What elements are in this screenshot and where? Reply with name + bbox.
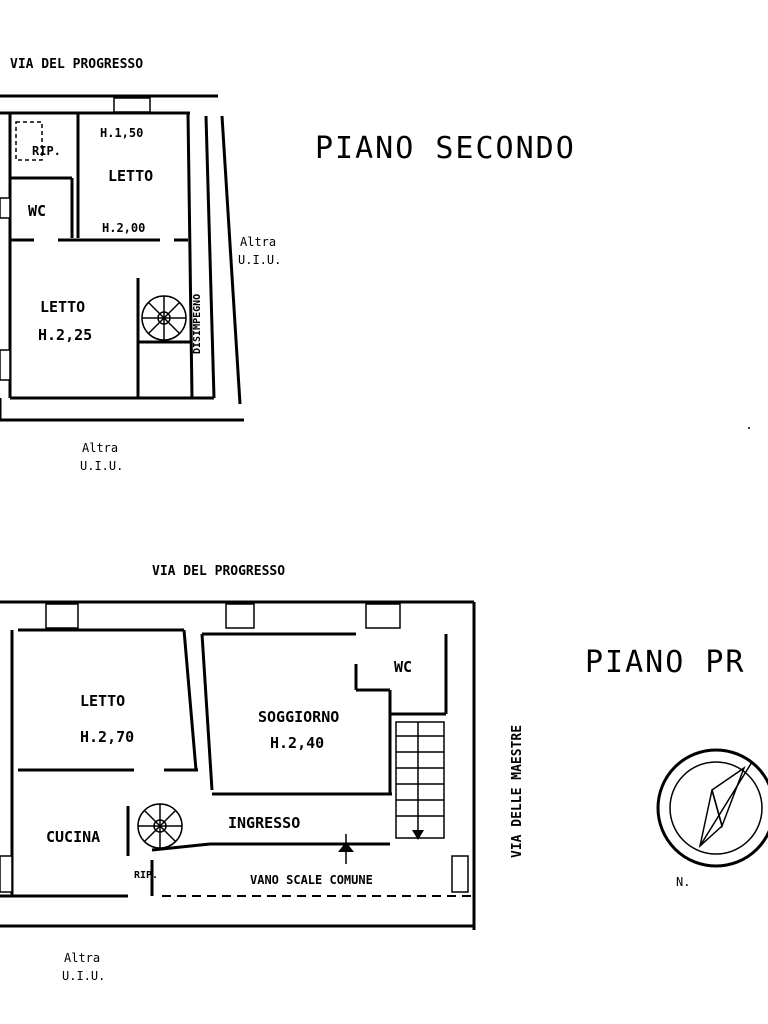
window-soggiorno-first bbox=[225, 603, 255, 629]
floor-title-first: PIANO PR bbox=[585, 645, 746, 680]
letto-small-label: LETTO bbox=[108, 167, 153, 185]
floor-title-second: PIANO SECONDO bbox=[315, 131, 576, 166]
ingresso-label: INGRESSO bbox=[228, 814, 300, 832]
wall-outer-right bbox=[220, 115, 242, 405]
letto-large-height: H.2,25 bbox=[38, 326, 92, 344]
window-stair-first bbox=[451, 855, 469, 893]
first-floor-plan: VIA DEL PROGRESSO PIANO PR VIA DELLE MAE… bbox=[0, 564, 746, 983]
window-top bbox=[113, 97, 151, 113]
altra-bottom-label-2: U.I.U. bbox=[80, 459, 123, 473]
letto-small-height-bottom: H.2,00 bbox=[102, 221, 145, 235]
rip-label-first: RIP. bbox=[134, 870, 158, 881]
letto-label-first: LETTO bbox=[80, 692, 125, 710]
spiral-stair-second bbox=[141, 295, 187, 341]
letto-small-height-top: H.1,50 bbox=[100, 126, 143, 140]
altra-side-label-1: Altra bbox=[240, 235, 276, 249]
wc-label-first: WC bbox=[394, 658, 412, 676]
letto-height-first: H.2,70 bbox=[80, 728, 134, 746]
north-label: N. bbox=[676, 875, 690, 889]
street-label-upper: VIA DEL PROGRESSO bbox=[10, 57, 143, 72]
entry-arrow bbox=[338, 834, 354, 864]
window-letto-left bbox=[0, 349, 11, 381]
window-wc bbox=[0, 197, 11, 219]
altra-bottom-first-1: Altra bbox=[64, 951, 100, 965]
disimpegno-label: DISIMPEGNO bbox=[192, 294, 203, 354]
window-cucina-first bbox=[0, 855, 13, 893]
wall-ingresso-lower-a bbox=[151, 842, 211, 852]
spiral-stair-first bbox=[137, 803, 183, 849]
wall-soggiorno-left bbox=[200, 633, 214, 791]
cucina-label: CUCINA bbox=[46, 828, 100, 846]
north-arrow-icon bbox=[656, 748, 768, 868]
window-wc-first bbox=[365, 603, 401, 629]
street-label-lower: VIA DEL PROGRESSO bbox=[152, 564, 285, 579]
letto-large-label: LETTO bbox=[40, 298, 85, 316]
altra-side-label-2: U.I.U. bbox=[238, 253, 281, 267]
wall-disimpegno-right bbox=[204, 115, 216, 399]
wall-letto-right bbox=[182, 629, 198, 771]
ripostiglio-outline bbox=[15, 121, 43, 161]
wall-disimpegno-left bbox=[186, 112, 194, 399]
soggiorno-label: SOGGIORNO bbox=[258, 708, 339, 726]
vano-scale-label: VANO SCALE COMUNE bbox=[250, 873, 373, 887]
speck-dot bbox=[748, 427, 750, 429]
altra-bottom-label-1: Altra bbox=[82, 441, 118, 455]
soggiorno-height: H.2,40 bbox=[270, 734, 324, 752]
wc-label-second: WC bbox=[28, 202, 46, 220]
second-floor-plan: VIA DEL PROGRESSO PIANO SECONDO RIP. bbox=[0, 57, 576, 473]
straight-stair-first bbox=[395, 721, 445, 840]
rip-label-second: RIP. bbox=[32, 144, 61, 158]
street-label-side: VIA DELLE MAESTRE bbox=[510, 725, 525, 858]
altra-bottom-first-2: U.I.U. bbox=[62, 969, 105, 983]
window-letto-first bbox=[45, 603, 79, 629]
